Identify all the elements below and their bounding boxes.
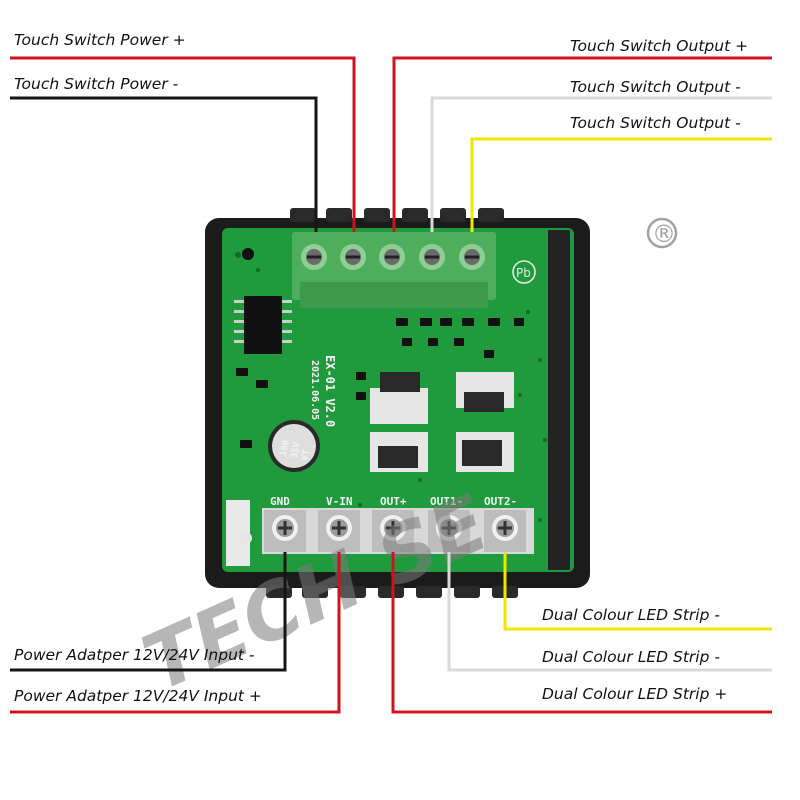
label-led-strip-minus-1: Dual Colour LED Strip - [542,606,720,624]
label-touch-power-minus: Touch Switch Power - [14,75,179,93]
leader-touch-output-plus [392,56,772,232]
label-led-strip-plus: Dual Colour LED Strip + [542,685,728,703]
pcb-right-rail [548,230,570,570]
enclosure-top-ribs [290,208,504,222]
label-adapter-plus: Power Adatper 12V/24V Input + [14,687,262,705]
leader-led-minus-white [447,552,772,672]
mosfet-3 [370,432,428,472]
smd-components [236,318,524,448]
leader-touch-power-plus [10,56,356,232]
registered-mark: ® [652,220,676,248]
mosfet-1 [370,372,428,424]
label-led-strip-minus-2: Dual Colour LED Strip - [542,648,720,666]
mosfet-4 [456,432,514,472]
mosfet-2 [456,372,514,412]
mounting-hole [240,532,252,544]
terminal-label-gnd: GND [270,495,290,508]
capacitor-label-2: 35V [290,441,303,460]
ic-pins [234,300,292,343]
leader-touch-power-minus [10,96,318,232]
board-date-text: 2021.06.05 [309,360,320,420]
terminal-label-vin: V-IN [326,495,353,508]
terminal-label-out2-minus: OUT2- [484,495,517,508]
registered-mark-circle [646,217,678,249]
top-terminal-block-base [300,282,488,308]
board-model-text: EX-01 V2.0 [323,355,337,427]
leader-touch-output-minus-white [430,96,772,232]
label-touch-output-minus-2: Touch Switch Output - [570,114,741,132]
leader-adapter-plus [10,552,341,714]
top-terminal-screws [301,244,485,270]
terminal-label-out1-minus: OUT1- [430,495,463,508]
capacitor-label-3: VT [300,448,312,461]
mounting-hole [242,248,254,260]
pb-mark: Pb [516,266,531,280]
leader-led-minus-yellow [503,552,772,631]
ic-chip [244,296,282,354]
leader-adapter-minus [10,552,287,672]
label-adapter-minus: Power Adatper 12V/24V Input - [14,646,255,664]
label-touch-power-plus: Touch Switch Power + [14,31,186,49]
capacitor-label-1: 100 [279,439,292,457]
bottom-terminal-screws [264,510,526,552]
leader-touch-output-minus-yellow [470,137,772,232]
pb-mark-circle [512,260,536,284]
label-touch-output-plus: Touch Switch Output + [570,37,749,55]
leader-led-plus [391,552,772,714]
terminal-label-out-plus: OUT+ [380,495,407,508]
label-touch-output-minus-1: Touch Switch Output - [570,78,741,96]
